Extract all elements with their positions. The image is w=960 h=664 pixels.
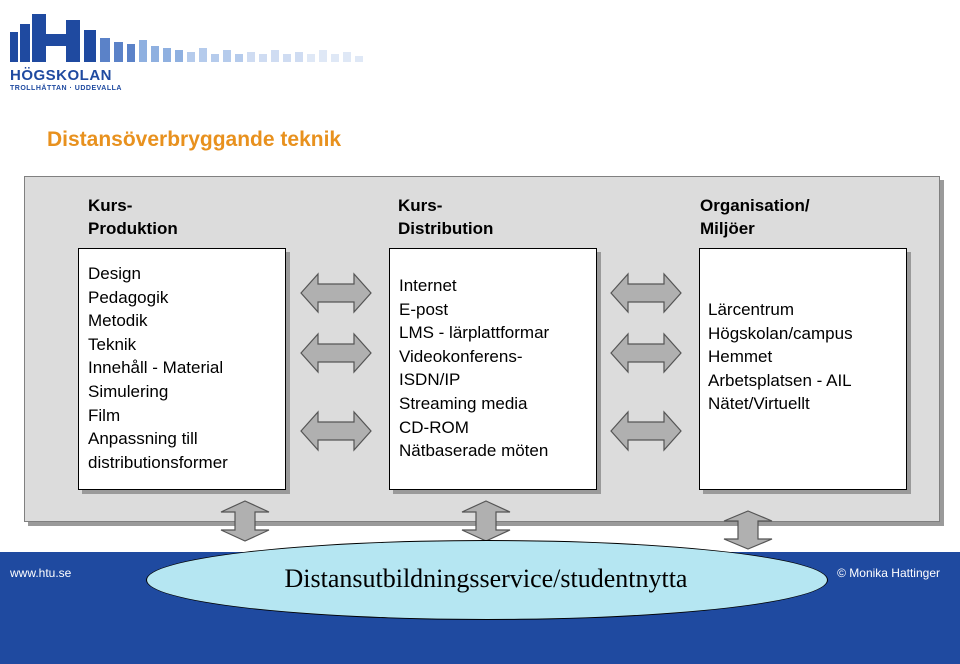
list-item: ISDN/IP: [399, 370, 461, 390]
list-item: Lärcentrum: [708, 300, 794, 319]
double-arrow-horizontal-icon: [610, 272, 682, 314]
list-item: distributionsformer: [88, 452, 228, 472]
list-item: Högskolan/campus: [708, 323, 853, 343]
list-item: Nätet/Virtuellt: [708, 394, 810, 414]
organisation-box: [699, 248, 907, 490]
organisation-list: Lärcentrum Högskolan/campus Hemmet Arbet…: [708, 298, 853, 416]
list-item: Teknik: [88, 334, 137, 354]
double-arrow-horizontal-icon: [300, 332, 372, 374]
heading-line: Kurs-: [88, 196, 133, 215]
list-item: Streaming media: [399, 393, 528, 413]
double-arrow-vertical-icon: [461, 500, 511, 542]
double-arrow-horizontal-icon: [300, 410, 372, 452]
list-item: CD-ROM: [399, 417, 469, 437]
double-arrow-horizontal-icon: [610, 410, 682, 452]
heading-line: Distribution: [398, 219, 494, 238]
heading-line: Kurs-: [398, 196, 443, 215]
heading-line: Miljöer: [700, 219, 755, 238]
distribution-box: [389, 248, 597, 490]
double-arrow-vertical-icon: [220, 500, 270, 542]
list-item: Film: [88, 405, 121, 425]
logo-name: HÖGSKOLAN: [10, 67, 112, 84]
heading-line: Organisation/: [700, 196, 810, 215]
list-item: Anpassning till: [88, 429, 198, 449]
double-arrow-horizontal-icon: [300, 272, 372, 314]
distribution-list: Internet E-post LMS - lärplattformar Vid…: [399, 274, 549, 463]
footer-copyright: © Monika Hattinger: [837, 566, 940, 580]
logo-subtitle: TROLLHÄTTAN · UDDEVALLA: [10, 85, 122, 92]
production-box: [78, 248, 286, 490]
list-item: Arbetsplatsen - AIL: [708, 370, 852, 390]
list-item: Internet: [399, 276, 457, 295]
column-heading-production: Kurs- Produktion: [88, 194, 178, 240]
footer-website: www.htu.se: [10, 566, 72, 580]
service-ellipse: [146, 540, 828, 620]
hogskolan-logo-icon: [10, 14, 363, 62]
double-arrow-vertical-icon: [723, 510, 773, 550]
list-item: E-post: [399, 299, 449, 319]
list-item: Simulering: [88, 381, 169, 401]
list-item: LMS - lärplattformar: [399, 323, 550, 343]
production-list: Design Pedagogik Metodik Teknik Innehåll…: [88, 262, 228, 474]
double-arrow-horizontal-icon: [610, 332, 682, 374]
list-item: Design: [88, 264, 141, 283]
header-bar: HÖGSKOLAN TROLLHÄTTAN · UDDEVALLA: [0, 0, 960, 106]
list-item: Pedagogik: [88, 287, 169, 307]
column-heading-organisation: Organisation/ Miljöer: [700, 194, 810, 240]
service-label: Distansutbildningsservice/studentnytta: [284, 564, 688, 593]
list-item: Videokonferens-: [399, 346, 523, 366]
heading-line: Produktion: [88, 219, 178, 238]
list-item: Innehåll - Material: [88, 358, 224, 378]
list-item: Nätbaserade möten: [399, 441, 549, 461]
column-heading-distribution: Kurs- Distribution: [398, 194, 493, 240]
list-item: Hemmet: [708, 347, 773, 367]
list-item: Metodik: [88, 311, 148, 331]
slide-title: Distansöverbryggande teknik: [47, 128, 342, 151]
